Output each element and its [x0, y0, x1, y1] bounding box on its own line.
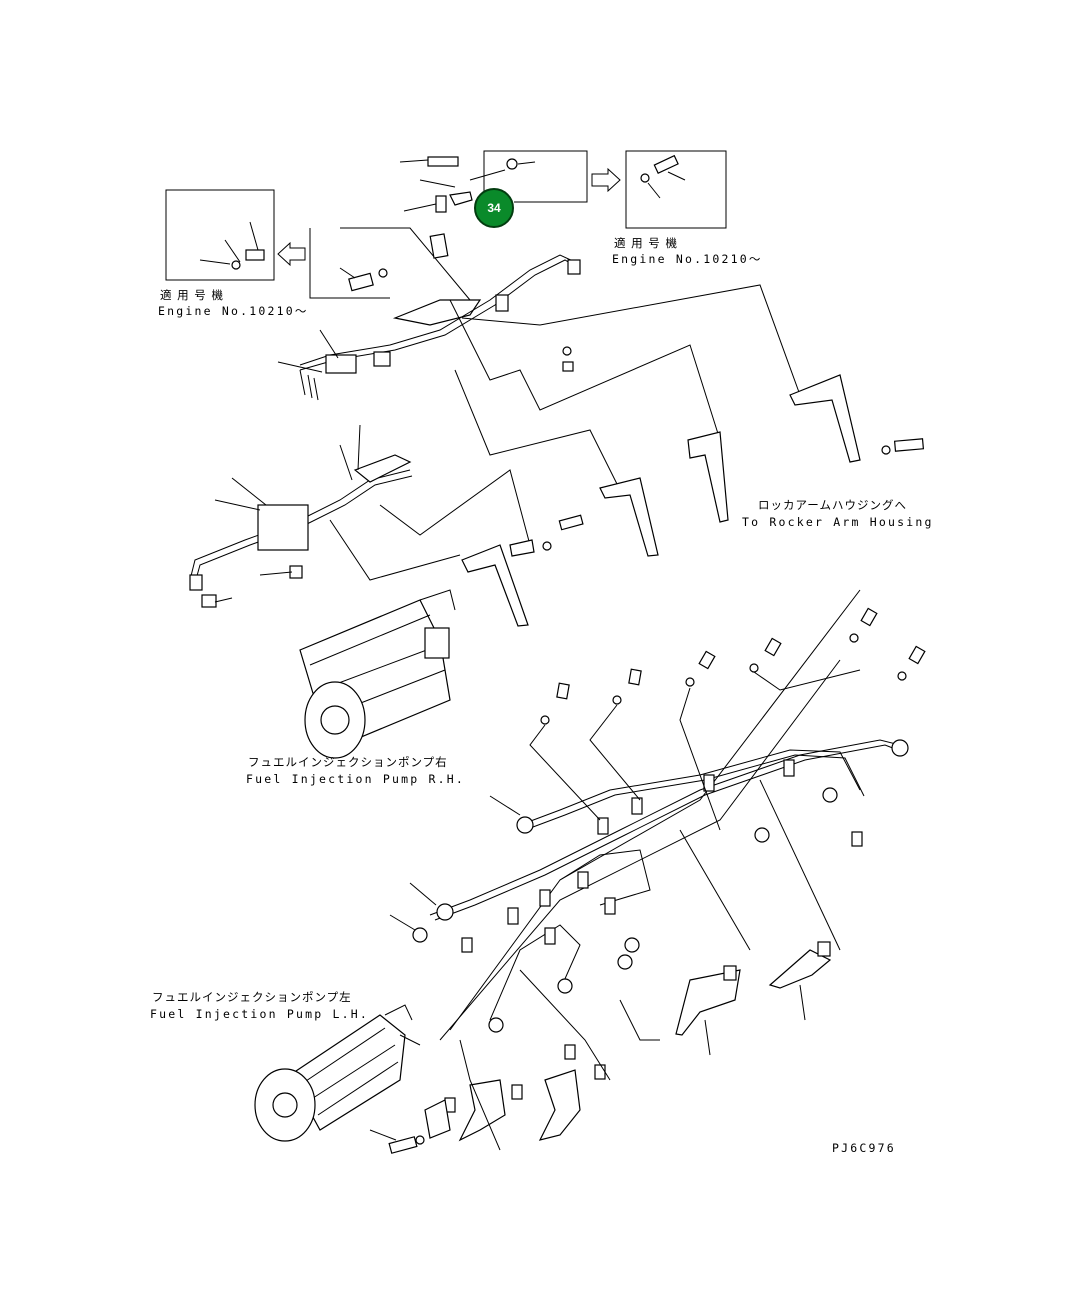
lh-pipe-assembly	[412, 589, 909, 1113]
engine-no-label-left: Engine No.10210～	[158, 304, 309, 318]
lower-brackets	[388, 779, 841, 1154]
rh-injection-pump	[299, 589, 456, 759]
pump-rh-label-en: Fuel Injection Pump R.H.	[246, 772, 465, 786]
rocker-arm-label-en: To Rocker Arm Housing	[742, 515, 934, 529]
detail-box-right	[625, 150, 727, 229]
rh-pipe-assembly	[189, 454, 413, 608]
rocker-arm-label-jp: ロッカアームハウジングへ	[758, 498, 907, 512]
lh-injection-pump	[254, 1004, 421, 1142]
detail-box-top	[469, 150, 588, 203]
arrow-right-icon	[591, 167, 621, 193]
applicable-label-left-jp: 適 用 号 機	[160, 288, 224, 302]
arrow-left-icon	[277, 241, 306, 267]
callout-34-badge[interactable]: 34	[474, 188, 514, 228]
applicable-label-right-jp: 適 用 号 機	[614, 236, 678, 250]
leader-lines	[329, 284, 801, 581]
drawing-code: PJ6C976	[832, 1141, 896, 1155]
leader-ticks	[214, 329, 806, 1141]
engine-no-label-right: Engine No.10210～	[612, 252, 763, 266]
lh-bolt-set	[529, 607, 926, 831]
brackets	[461, 374, 925, 627]
pump-lh-label-en: Fuel Injection Pump L.H.	[150, 1007, 369, 1021]
pump-lh-label-jp: フュエルインジェクションポンプ左	[152, 990, 352, 1004]
upper-bracket-assembly	[299, 156, 581, 401]
detail-box-left	[165, 189, 275, 281]
pump-rh-label-jp: フュエルインジェクションポンプ右	[248, 755, 448, 769]
